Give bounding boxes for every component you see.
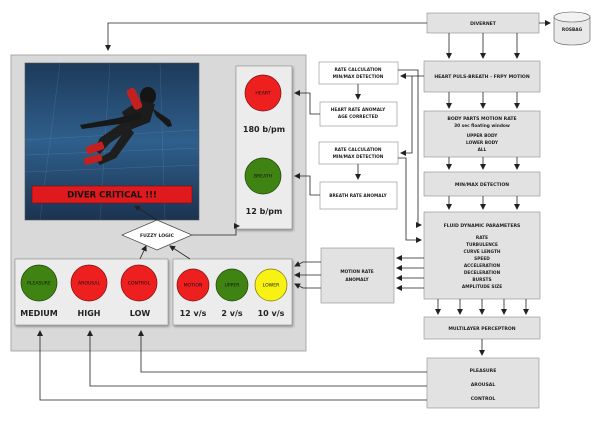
control-value: LOW [130, 309, 151, 318]
rate-calc-1-line1: RATE CALCULATION [334, 67, 381, 73]
upper-label: UPPER [225, 283, 241, 289]
breath-value: 12 b/pm [246, 207, 283, 216]
body-parts-all: ALL [478, 147, 487, 153]
fluid-amplitude: AMPLITUDE SIZE [462, 284, 502, 290]
motion-label: MOTION [184, 283, 203, 289]
breath-indicator [244, 157, 282, 195]
fluid-bursts: BURSTS [472, 277, 491, 283]
lower-indicator [254, 268, 288, 302]
motion-indicator [176, 268, 210, 302]
body-parts-title: BODY PARTS MOTION RATE [447, 116, 516, 122]
rate-calc-box-2: RATE CALCULATION MIN/MAX DETECTION [318, 141, 399, 165]
fluid-speed: SPEED [474, 256, 490, 262]
motion-anomaly-box: MOTION RATE ANOMALY [320, 247, 395, 304]
heart-indicator [244, 74, 282, 112]
database-icon: ROSBAG [553, 11, 591, 46]
heart-pulse-label: HEART PULS-BREATH - FRPY MOTION [434, 74, 529, 80]
database-label: ROSBAG [562, 27, 583, 33]
heart-pulse-box: HEART PULS-BREATH - FRPY MOTION [423, 60, 541, 93]
minmax-label: MIN/MAX DETECTION [455, 182, 509, 188]
alert-bar [31, 185, 193, 204]
pleasure-label: PLEASURE [27, 281, 51, 287]
rate-calc-2-line2: MIN/MAX DETECTION [333, 154, 384, 160]
minmax-box: MIN/MAX DETECTION [423, 171, 541, 197]
mlp-label: MULTILAYER PERCEPTRON [448, 326, 515, 332]
arousal-value: HIGH [78, 309, 101, 318]
motion-anomaly-line2: ANOMALY [345, 277, 369, 283]
fluid-curve-length: CURVE LENGTH [464, 249, 501, 255]
pleasure-indicator [20, 264, 58, 302]
output-arousal: AROUSAL [471, 382, 496, 388]
control-label: CONTROL [128, 281, 151, 287]
fluid-box: FLUID DYNAMIC PARAMETERS RATE TURBULENCE… [423, 211, 541, 300]
output-control: CONTROL [471, 396, 496, 402]
heart-label: HEART [255, 91, 270, 97]
breath-label: BREATH [254, 174, 272, 180]
body-parts-window: 30 sec floating window [454, 123, 510, 129]
alert-text: DIVER CRITICAL !!! [67, 191, 157, 201]
fluid-title: FLUID DYNAMIC PARAMETERS [444, 223, 521, 229]
motion-value: 12 v/s [180, 309, 207, 318]
hr-anomaly-box: HEART RATE ANOMALY AGE CORRECTED [319, 101, 398, 127]
fuzzy-logic-node: FUZZY LOGIC [121, 219, 193, 251]
pleasure-value: MEDIUM [20, 309, 58, 318]
body-parts-upper: UPPER BODY [467, 133, 499, 139]
fluid-turbulence: TURBULENCE [466, 242, 498, 248]
fluid-deceleration: DECELERATION [464, 270, 501, 276]
divernet-label: DIVERNET [470, 21, 497, 27]
emotions-card: PLEASURE MEDIUM AROUSAL HIGH CONTROL LOW [14, 258, 169, 326]
arousal-indicator [70, 264, 108, 302]
lower-label: LOWER [263, 283, 280, 289]
body-parts-box: BODY PARTS MOTION RATE 30 sec floating w… [423, 110, 541, 158]
fluid-rate: RATE [476, 235, 488, 241]
control-indicator [120, 264, 158, 302]
breath-anomaly-label: BREATH RATE ANOMALY [329, 193, 387, 199]
diver-figure [80, 87, 172, 165]
divernet-box: DIVERNET [426, 12, 540, 34]
breath-anomaly-box: BREATH RATE ANOMALY [319, 181, 398, 210]
lower-value: 10 v/s [258, 309, 285, 318]
hr-anomaly-line2: AGE CORRECTED [338, 114, 379, 120]
vitals-card: HEART 180 b/pm BREATH 12 b/pm [235, 65, 293, 230]
upper-value: 2 v/s [221, 309, 242, 318]
upper-indicator [215, 268, 249, 302]
mlp-box: MULTILAYER PERCEPTRON [423, 316, 541, 340]
connectors [37, 20, 551, 401]
motion-anomaly-line1: MOTION RATE [340, 269, 373, 275]
rate-calc-1-line2: MIN/MAX DETECTION [333, 74, 384, 80]
fluid-acceleration: ACCELERATION [464, 263, 501, 269]
fuzzy-logic-label: FUZZY LOGIC [140, 233, 175, 239]
body-parts-lower: LOWER BODY [466, 140, 499, 146]
hr-anomaly-line1: HEART RATE ANOMALY [331, 107, 386, 113]
rate-calc-2-line1: RATE CALCULATION [334, 147, 381, 153]
heart-value: 180 b/pm [243, 125, 285, 134]
outputs-box: PLEASURE AROUSAL CONTROL [426, 357, 540, 409]
motion-card: MOTION 12 v/s UPPER 2 v/s LOWER 10 v/s [172, 258, 293, 326]
arousal-label: AROUSAL [78, 281, 100, 287]
rate-calc-box-1: RATE CALCULATION MIN/MAX DETECTION [318, 61, 399, 85]
output-pleasure: PLEASURE [470, 368, 497, 374]
